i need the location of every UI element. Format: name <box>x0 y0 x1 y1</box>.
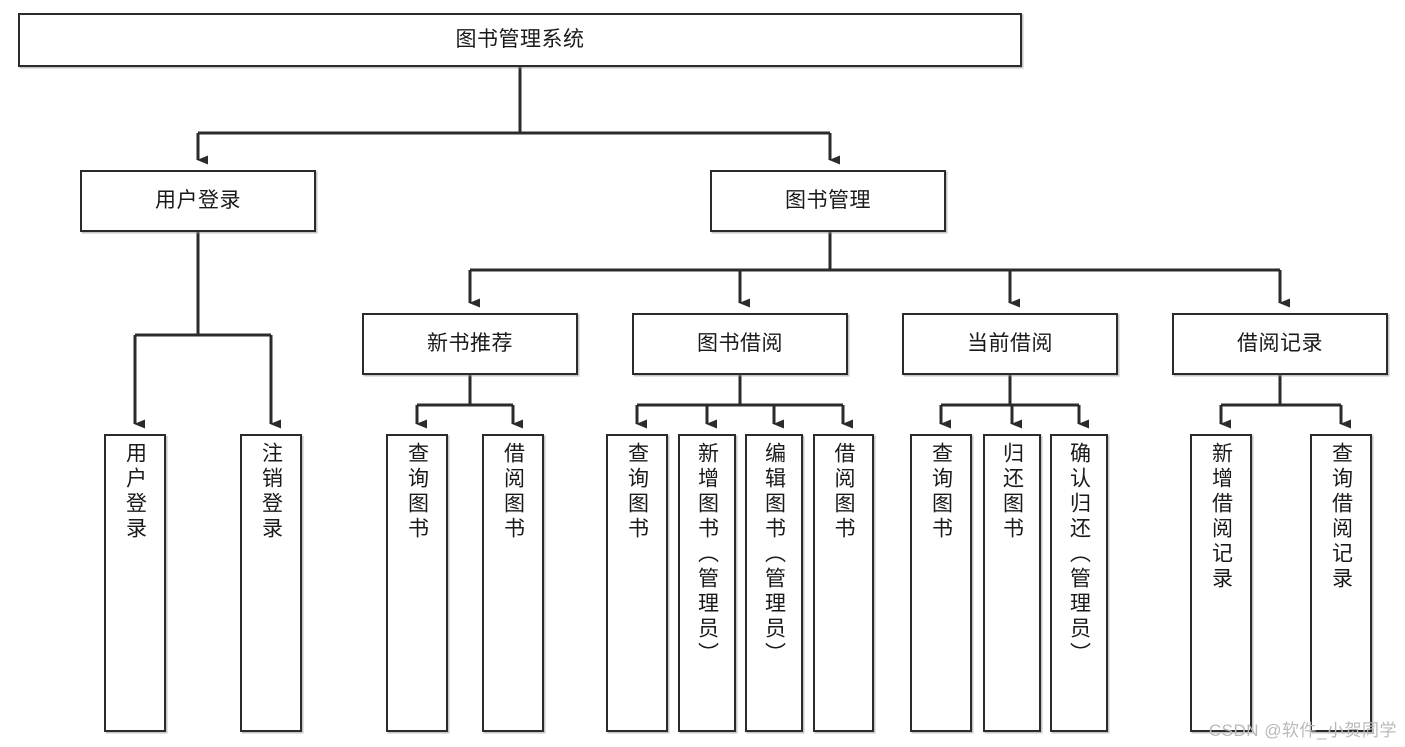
leaf-newbook-borrow-book[interactable]: 借阅图书 <box>482 434 544 732</box>
node-user-login-label: 用户登录 <box>155 189 241 213</box>
leaf-newbook-query-book-label: 查询图书 <box>405 442 429 542</box>
leaf-borrow-add-book-label: 新增图书（管理员） <box>695 442 719 667</box>
leaf-borrow-edit-book-label: 编辑图书（管理员） <box>762 442 786 667</box>
leaf-borrow-query-book[interactable]: 查询图书 <box>606 434 668 732</box>
leaf-newbook-query-book[interactable]: 查询图书 <box>386 434 448 732</box>
leaf-record-add-record[interactable]: 新增借阅记录 <box>1190 434 1252 732</box>
leaf-current-query-book[interactable]: 查询图书 <box>910 434 972 732</box>
node-root[interactable]: 图书管理系统 <box>18 13 1022 67</box>
node-borrow-record-label: 借阅记录 <box>1237 332 1323 356</box>
leaf-user-logout-label: 注销登录 <box>259 442 283 542</box>
leaf-borrow-add-book[interactable]: 新增图书（管理员） <box>678 434 736 732</box>
node-book-manage[interactable]: 图书管理 <box>710 170 946 232</box>
leaf-user-login[interactable]: 用户登录 <box>104 434 166 732</box>
leaf-newbook-borrow-book-label: 借阅图书 <box>501 442 525 542</box>
leaf-record-query-record-label: 查询借阅记录 <box>1329 442 1353 592</box>
node-current-borrow-label: 当前借阅 <box>967 332 1053 356</box>
node-user-login[interactable]: 用户登录 <box>80 170 316 232</box>
leaf-borrow-edit-book[interactable]: 编辑图书（管理员） <box>745 434 803 732</box>
node-new-book-recommend[interactable]: 新书推荐 <box>362 313 578 375</box>
leaf-borrow-query-book-label: 查询图书 <box>625 442 649 542</box>
leaf-record-query-record[interactable]: 查询借阅记录 <box>1310 434 1372 732</box>
node-root-label: 图书管理系统 <box>455 28 585 52</box>
node-book-borrow-label: 图书借阅 <box>697 332 783 356</box>
leaf-borrow-borrow-book[interactable]: 借阅图书 <box>813 434 874 732</box>
leaf-user-logout[interactable]: 注销登录 <box>240 434 302 732</box>
leaf-current-return-book-label: 归还图书 <box>1000 442 1024 542</box>
leaf-user-login-label: 用户登录 <box>123 442 147 542</box>
node-current-borrow[interactable]: 当前借阅 <box>902 313 1118 375</box>
node-borrow-record[interactable]: 借阅记录 <box>1172 313 1388 375</box>
leaf-record-add-record-label: 新增借阅记录 <box>1209 442 1233 592</box>
watermark: CSDN @软件_小贺同学 <box>1208 721 1397 740</box>
leaf-borrow-borrow-book-label: 借阅图书 <box>832 442 855 542</box>
leaf-current-confirm-return-label: 确认归还（管理员） <box>1067 442 1091 667</box>
leaf-current-return-book[interactable]: 归还图书 <box>983 434 1041 732</box>
leaf-current-confirm-return[interactable]: 确认归还（管理员） <box>1050 434 1108 732</box>
node-book-borrow[interactable]: 图书借阅 <box>632 313 848 375</box>
node-book-manage-label: 图书管理 <box>785 189 871 213</box>
node-new-book-recommend-label: 新书推荐 <box>427 332 513 356</box>
leaf-current-query-book-label: 查询图书 <box>929 442 953 542</box>
